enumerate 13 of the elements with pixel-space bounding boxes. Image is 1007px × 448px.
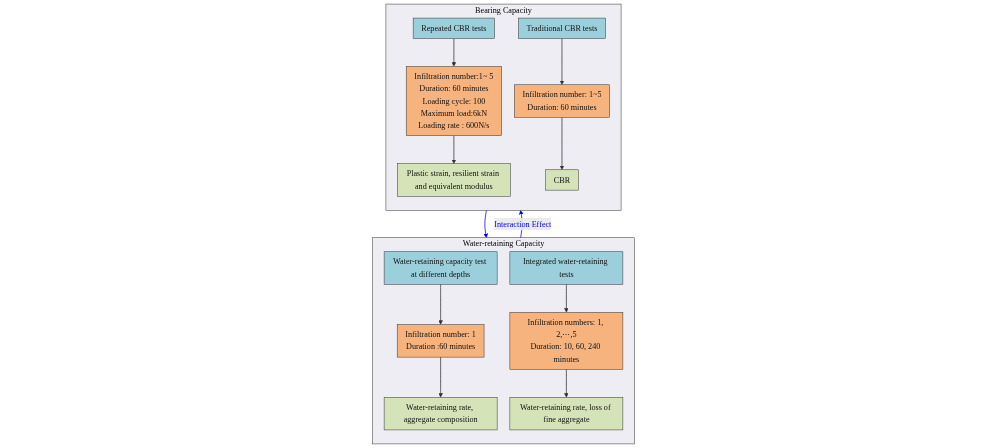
node-box: Plastic strain, resilient strain and equivalent modulus bbox=[397, 163, 511, 197]
node-box: Water-retaining rate, loss of fine aggregate bbox=[509, 397, 624, 431]
node-box: Water-retaining rate, aggregate composition bbox=[383, 397, 498, 431]
node-box: Infiltration number: 1 Duration :60 minutes bbox=[396, 324, 485, 358]
node-box: Repeated CBR tests bbox=[412, 17, 495, 39]
edge-label: Interaction Effect bbox=[494, 219, 552, 229]
node-box: Infiltration numbers: 1, 2,⋯,5 Duration: 10, 60, 240 minutes bbox=[509, 312, 624, 370]
node-box: Integrated water-retaining tests bbox=[509, 251, 624, 285]
node-box: Infiltration number: 1~5 Duration: 60 minutes bbox=[514, 84, 610, 118]
node-box: Water-retaining capacity test at different depths bbox=[383, 251, 498, 285]
node-box: Infiltration number:1~ 5 Duration: 60 minutes Loading cycle: 100 Maximum load:6kN Loading rate : 600N/s bbox=[405, 66, 502, 136]
node-box: CBR bbox=[545, 169, 579, 191]
node-box: Traditional CBR tests bbox=[518, 17, 606, 39]
